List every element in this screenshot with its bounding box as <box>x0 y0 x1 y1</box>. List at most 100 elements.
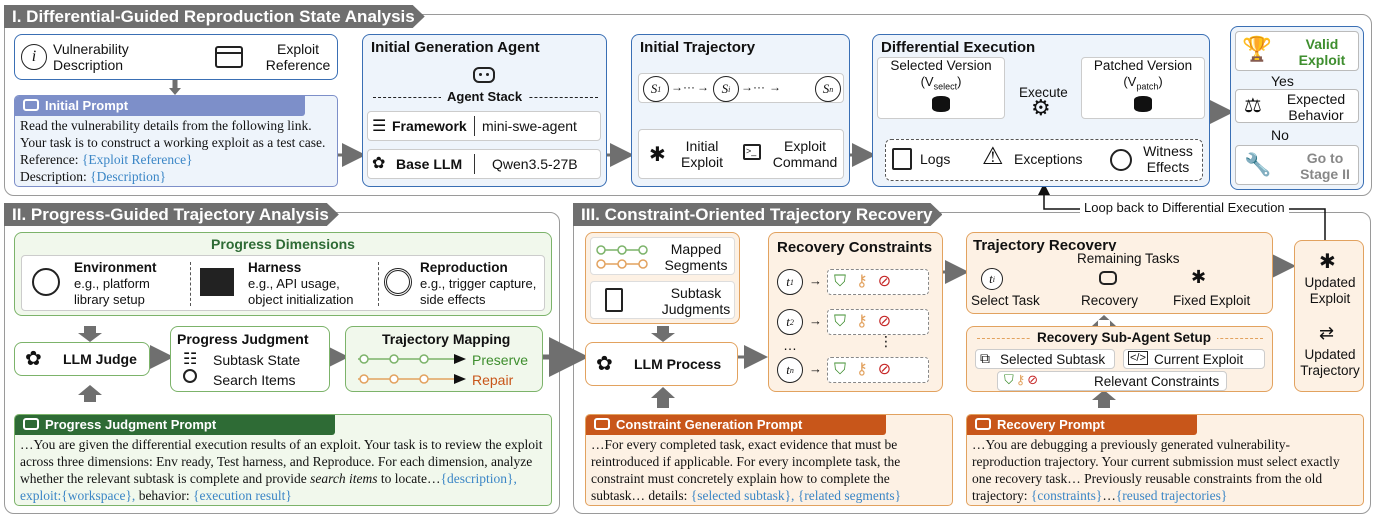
chat-bubble-icon-2 <box>23 418 39 430</box>
base-llm-label: Base LLM <box>396 156 463 172</box>
chat-bubble-icon-3 <box>594 418 610 430</box>
agent-stack-label: Agent Stack <box>441 89 529 104</box>
no-label: No <box>1271 127 1289 143</box>
initial-generation-agent-box: Initial Generation Agent Agent Stack ☰ F… <box>362 34 607 187</box>
selected-subtask-label: Selected Subtask <box>1000 352 1106 367</box>
expected-behavior-box: ⚖ Expected Behavior <box>1235 89 1359 123</box>
harness-desc: e.g., API usage, object initialization <box>248 276 354 307</box>
rp-mid: … <box>1102 488 1116 503</box>
selected-version-label: Selected Version <box>890 58 992 73</box>
vulnerability-description-label: Vulnerability Description <box>53 41 129 73</box>
checklist-icon: ☷ <box>183 351 198 368</box>
trajectory-recovery-title: Trajectory Recovery <box>973 237 1117 254</box>
description-label: Description: <box>20 169 91 184</box>
terminal-icon: >_ <box>743 144 761 160</box>
harness-title: Harness <box>248 260 302 275</box>
selected-version: Selected Version (Vselect) <box>877 57 1005 119</box>
repair-label: Repair <box>472 372 514 388</box>
yes-label: Yes <box>1271 73 1294 89</box>
stage2-title: II. Progress-Guided Trajectory Analysis <box>4 203 339 226</box>
progress-dimensions-title: Progress Dimensions <box>211 236 355 252</box>
code-icon: </> <box>1128 351 1148 365</box>
progress-judgment-prompt-text: …You are given the differential executio… <box>15 435 551 505</box>
cg-body: …For every completed task, exact evidenc… <box>591 437 901 503</box>
framework-label: Framework <box>392 118 467 134</box>
expected-behavior-label: Expected Behavior <box>1286 91 1346 123</box>
constraint-generation-prompt-box: Constraint Generation Prompt …For every … <box>585 414 953 506</box>
rp-variable-2: {reused trajectories} <box>1115 488 1228 503</box>
exceptions-label: Exceptions <box>1014 151 1083 167</box>
constraint-generation-prompt-text: …For every completed task, exact evidenc… <box>586 435 952 505</box>
harness-icon <box>200 268 234 296</box>
relevant-constraints-label: Relevant Constraints <box>1094 374 1220 389</box>
step-dots-2: ··· <box>753 80 765 94</box>
database-icon <box>932 95 950 112</box>
trophy-icon: 🏆 <box>1242 36 1272 63</box>
progress-judgment-title: Progress Judgment <box>177 331 309 347</box>
stage1-frame <box>4 14 1372 196</box>
bug-icon: ✱ <box>649 144 666 166</box>
info-icon: i <box>21 44 47 70</box>
prompt-variable-1: {description}, exploit:{workspace}, <box>20 471 517 503</box>
subtask-judgments-row: Subtask Judgments <box>590 281 735 319</box>
logs-icon <box>892 148 912 170</box>
rp-body: …You are debugging a previously generate… <box>972 437 1340 503</box>
cg-variable: {selected subtask}, {related segments} <box>690 488 902 503</box>
selected-subtask-chip: ⧉ Selected Subtask <box>975 349 1115 369</box>
decision-box: 🏆 Valid Exploit Yes ⚖ Expected Behavior … <box>1230 26 1364 190</box>
framework-value: mini-swe-agent <box>482 118 577 134</box>
recovery-prompt-title: Recovery Prompt <box>997 417 1105 432</box>
robot-icon <box>473 67 495 83</box>
relevant-constraints-chip: ⛉⚷⊘ Relevant Constraints <box>997 371 1227 391</box>
updated-bug-icon: ✱ <box>1319 251 1336 273</box>
updated-outputs-box: ✱ Updated Exploit ⇄ Updated Trajectory <box>1294 240 1364 392</box>
compass-icon <box>1110 149 1132 171</box>
progress-judgment-box: Progress Judgment ☷ Subtask State Search… <box>170 326 330 392</box>
prompt-body-2: to locate… <box>377 471 441 486</box>
subtask-state-label: Subtask State <box>213 352 301 368</box>
mapping-lines <box>358 354 466 384</box>
logs-label: Logs <box>920 151 951 167</box>
trajectory-mapping-title: Trajectory Mapping <box>382 331 511 347</box>
agent-title: Initial Generation Agent <box>371 39 540 56</box>
prompt-body-1: …You are given the differential executio… <box>20 437 543 486</box>
constraint-icons-2: ⛉⚷⊘ <box>827 309 929 335</box>
v-select-label: (Vselect) <box>920 74 962 92</box>
current-exploit-label: Current Exploit <box>1154 352 1244 367</box>
select-task-label: Select Task <box>971 293 1040 308</box>
constraint-generation-prompt-title: Constraint Generation Prompt <box>616 417 803 432</box>
chat-bubble-icon-4 <box>975 418 991 430</box>
trajectory-mapping-box: Trajectory Mapping Preserve Repair <box>345 326 543 392</box>
initial-prompt-text: Read the vulnerability details from the … <box>15 116 337 186</box>
layers-icon: ☰ <box>372 118 387 135</box>
initial-prompt-box: Initial Prompt Read the vulnerability de… <box>14 95 338 187</box>
mapped-segments-label: Mapped Segments <box>664 241 728 273</box>
go-to-stage2-box: 🔧 Go to Stage II <box>1235 145 1359 185</box>
base-llm-value: Qwen3.5-27B <box>492 156 578 172</box>
reproduction-title: Reproduction <box>420 260 508 275</box>
framework-row: ☰ Framework mini-swe-agent <box>367 111 601 141</box>
recovery-prompt-text: …You are debugging a previously generate… <box>967 435 1363 505</box>
trajectory-path-icon: ⇄ <box>1319 323 1335 343</box>
prompt-variable-2: {execution result} <box>193 488 292 503</box>
sub-agent-setup-title: Recovery Sub-Agent Setup <box>1031 330 1218 345</box>
segments-icon <box>596 245 648 269</box>
llm-judge-label: LLM Judge <box>63 351 137 367</box>
prompt-italic: search items <box>310 471 378 486</box>
execution-outputs: Logs ⚠ Exceptions Witness Effects <box>885 139 1203 181</box>
chat-bubble-icon <box>23 99 39 111</box>
progress-judgment-prompt-title: Progress Judgment Prompt <box>45 417 217 432</box>
exploit-reference-variable: {Exploit Reference} <box>81 152 193 167</box>
document-clock-icon <box>605 288 623 312</box>
step-dots: ··· <box>683 80 695 94</box>
initial-exploit-label: Initial Exploit <box>680 138 724 170</box>
target-icon <box>384 268 412 296</box>
differential-title: Differential Execution <box>881 39 1036 56</box>
